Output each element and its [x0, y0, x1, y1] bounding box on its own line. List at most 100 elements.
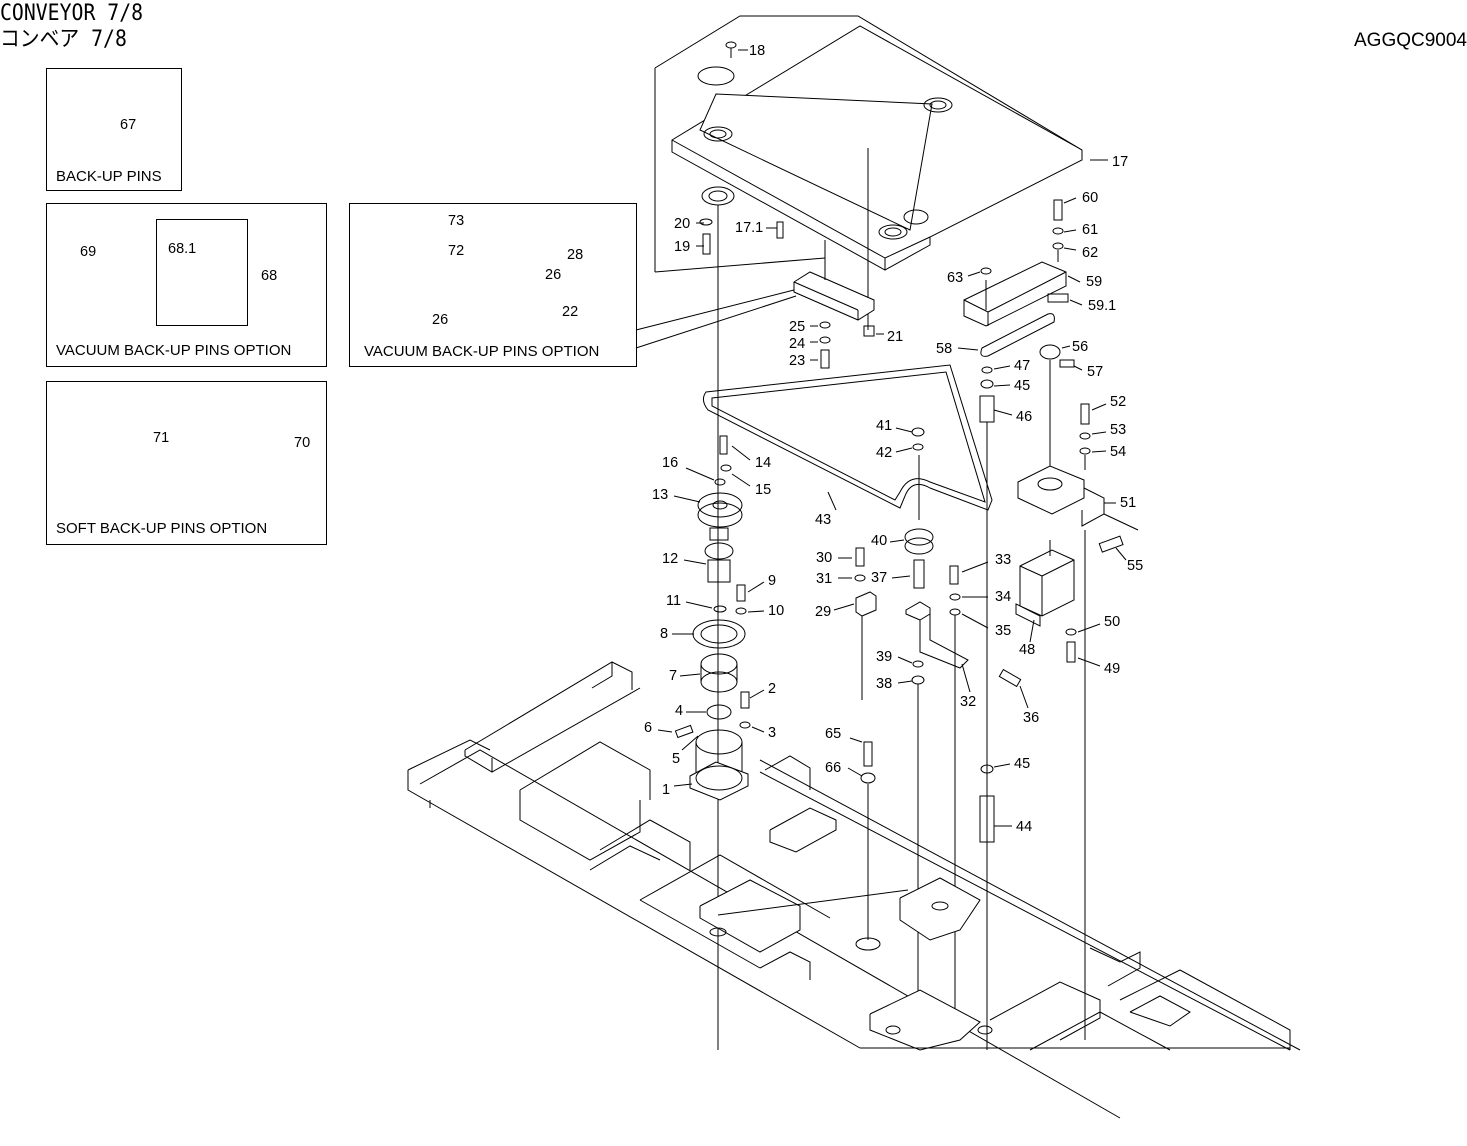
- callout-18: 18: [749, 43, 766, 59]
- callout-10: 10: [768, 603, 785, 619]
- callout-60: 60: [1082, 190, 1099, 206]
- pulley-56: [1040, 345, 1074, 470]
- bracket-59: [964, 262, 1068, 326]
- soft-pins-box: [46, 381, 327, 545]
- leader-lines: [658, 50, 1126, 826]
- bracket-32: [906, 602, 968, 668]
- backup-pins-box: [46, 68, 182, 191]
- callout-29: 29: [815, 604, 832, 620]
- shaft-stack: [675, 436, 750, 800]
- callout-5: 5: [672, 751, 681, 767]
- callout-34: 34: [995, 589, 1012, 605]
- callout-1: 1: [662, 782, 671, 798]
- callout-37: 37: [871, 570, 888, 586]
- callout-13: 13: [652, 487, 669, 503]
- callout-42: 42: [876, 445, 893, 461]
- callout-59: 59: [1086, 274, 1103, 290]
- callout-11: 11: [666, 593, 682, 609]
- callout-3: 3: [768, 725, 777, 741]
- callout-20: 20: [674, 216, 691, 232]
- callout-53: 53: [1110, 422, 1127, 438]
- callout-9: 9: [768, 573, 777, 589]
- callout-30: 30: [816, 550, 833, 566]
- callout-57: 57: [1087, 364, 1104, 380]
- belt-43: [703, 365, 992, 510]
- vacuum-option-label-left: VACUUM BACK-UP PINS OPTION: [56, 342, 292, 359]
- callout-39: 39: [876, 649, 893, 665]
- callout-14: 14: [755, 455, 772, 471]
- callout-31: 31: [816, 571, 833, 587]
- callout-66: 66: [825, 760, 842, 776]
- callout-4: 4: [675, 703, 684, 719]
- callout-56: 56: [1072, 339, 1089, 355]
- callout-59-1: 59.1: [1088, 298, 1117, 314]
- callout-16: 16: [662, 455, 679, 471]
- callout-2: 2: [768, 681, 777, 697]
- callout-69: 69: [80, 244, 97, 260]
- title-japanese: コンベア 7/8: [0, 27, 127, 52]
- vacuum-option-box-mid: [349, 203, 637, 367]
- callout-52: 52: [1110, 394, 1127, 410]
- spacer-46: [980, 367, 994, 1050]
- callout-28: 28: [567, 247, 584, 263]
- callout-68-1: 68.1: [168, 241, 197, 257]
- screw-60: [1053, 200, 1063, 262]
- callout-26a: 26: [545, 267, 562, 283]
- callout-32: 32: [960, 694, 977, 710]
- motor-48: [1016, 540, 1074, 626]
- callout-7: 7: [669, 668, 678, 684]
- callout-45b: 45: [1014, 756, 1031, 772]
- belt-58: [981, 314, 1055, 357]
- document-code: AGGQC9004: [1354, 30, 1467, 51]
- callout-21: 21: [887, 329, 904, 345]
- bracket-21: [794, 240, 874, 368]
- callout-61: 61: [1082, 222, 1099, 238]
- callout-19: 19: [674, 239, 691, 255]
- idler-40: [905, 455, 933, 588]
- callout-63: 63: [947, 270, 964, 286]
- callout-17: 17: [1112, 154, 1129, 170]
- callout-62: 62: [1082, 245, 1099, 261]
- backup-pins-label: BACK-UP PINS: [56, 168, 162, 185]
- callout-15: 15: [755, 482, 772, 498]
- title-english: CONVEYOR 7/8: [0, 1, 144, 26]
- vacuum-pin-inner-box: [156, 219, 248, 326]
- callout-47: 47: [1014, 358, 1031, 374]
- callout-68: 68: [261, 268, 278, 284]
- callout-40: 40: [871, 533, 888, 549]
- callout-41: 41: [876, 418, 893, 434]
- callout-71: 71: [153, 430, 170, 446]
- callout-25: 25: [789, 319, 806, 335]
- callout-6: 6: [644, 720, 653, 736]
- screw-18: [726, 42, 736, 58]
- callout-73: 73: [448, 213, 465, 229]
- top-plate: [655, 16, 1082, 330]
- callout-8: 8: [660, 626, 669, 642]
- callout-50: 50: [1104, 614, 1121, 630]
- callout-49: 49: [1104, 661, 1121, 677]
- callout-54: 54: [1110, 444, 1127, 460]
- callout-48: 48: [1019, 642, 1036, 658]
- callout-23: 23: [789, 353, 806, 369]
- callout-58: 58: [936, 341, 953, 357]
- motor-plate-51: [1018, 466, 1138, 530]
- callout-35: 35: [995, 623, 1012, 639]
- callout-55: 55: [1127, 558, 1144, 574]
- callout-45a: 45: [1014, 378, 1031, 394]
- soft-pins-label: SOFT BACK-UP PINS OPTION: [56, 520, 268, 537]
- callout-72: 72: [448, 243, 465, 259]
- callout-24: 24: [789, 336, 806, 352]
- base-frame: [408, 662, 1300, 1118]
- callout-65: 65: [825, 726, 842, 742]
- callout-67: 67: [120, 117, 137, 133]
- callout-43: 43: [815, 512, 832, 528]
- callout-51: 51: [1120, 495, 1137, 511]
- callout-44: 44: [1016, 819, 1033, 835]
- vacuum-option-label-mid: VACUUM BACK-UP PINS OPTION: [364, 343, 600, 360]
- callout-17-1: 17.1: [735, 220, 764, 236]
- callout-22: 22: [562, 304, 579, 320]
- callout-12: 12: [662, 551, 679, 567]
- callout-33: 33: [995, 552, 1012, 568]
- callout-70: 70: [294, 435, 311, 451]
